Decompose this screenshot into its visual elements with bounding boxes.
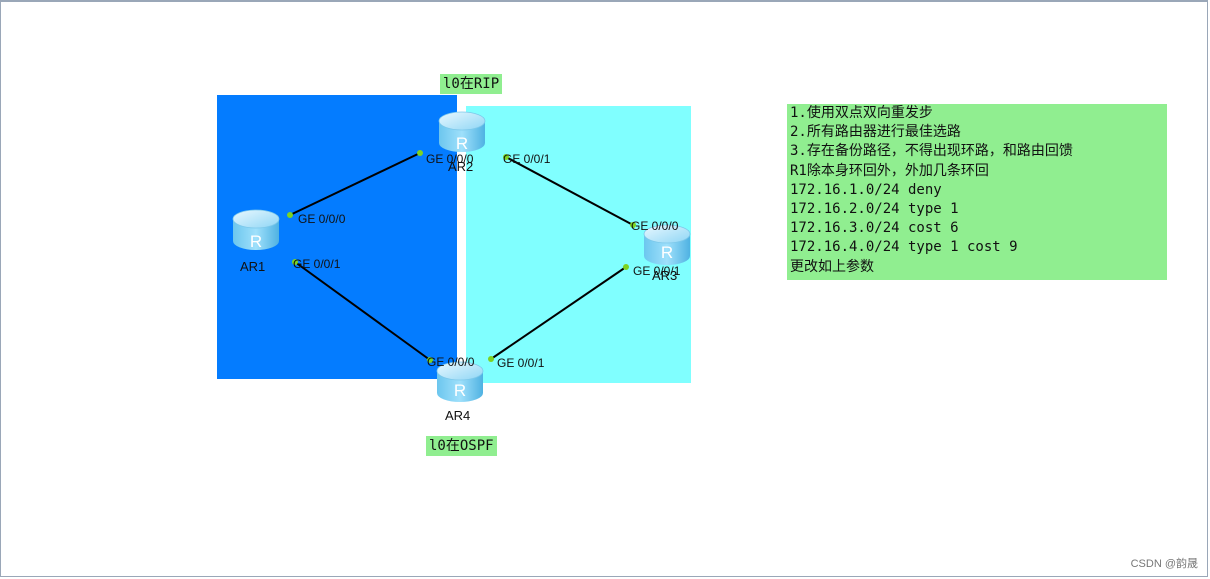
port-label-ar2-ge000: GE 0/0/0 <box>426 152 474 166</box>
port-label-ar3-ge000: GE 0/0/0 <box>631 219 679 233</box>
router-glyph: R <box>250 232 262 251</box>
port-dot <box>427 357 433 363</box>
router-label-ar2: AR2 <box>448 159 474 174</box>
router-icon-ar3[interactable]: R <box>643 224 691 265</box>
requirements-note: 1.使用双点双向重发步 2.所有路由器进行最佳选路 3.存在备份路径，不得出现环… <box>787 104 1167 280</box>
router-label-ar4: AR4 <box>445 408 471 423</box>
port-dot <box>488 356 494 362</box>
watermark: CSDN @韵晟 <box>1130 558 1198 570</box>
rip-label: l0在RIP <box>440 74 503 94</box>
router-label-ar3: AR3 <box>652 268 678 283</box>
router-glyph: R <box>456 134 468 153</box>
ospf-label: l0在OSPF <box>426 436 497 456</box>
router-glyph: R <box>661 243 673 262</box>
port-label-ar4-ge001: GE 0/0/1 <box>497 356 545 370</box>
note-line: 更改如上参数 <box>790 258 874 275</box>
router-icon-ar4[interactable]: R <box>436 361 484 402</box>
port-dot <box>417 150 423 156</box>
note-line: 172.16.4.0/24 type 1 cost 9 <box>790 239 1018 256</box>
port-dot <box>292 259 298 265</box>
port-dot <box>623 264 629 270</box>
note-line: 172.16.2.0/24 type 1 <box>790 201 959 218</box>
note-line: 172.16.3.0/24 cost 6 <box>790 220 959 237</box>
link-ar4-ar3[interactable] <box>490 266 627 360</box>
router-label-ar1: AR1 <box>240 259 266 274</box>
port-dot <box>630 222 636 228</box>
note-line: 1.使用双点双向重发步 <box>790 105 933 121</box>
note-line: R1除本身环回外，外加几条环回 <box>790 162 989 179</box>
router-icon-ar2[interactable]: R <box>438 111 486 153</box>
port-dot <box>287 212 293 218</box>
router-icon-ar1[interactable]: R <box>232 209 280 251</box>
note-line: 3.存在备份路径，不得出现环路，和路由回馈 <box>790 143 1073 160</box>
link-ar1-ar2[interactable] <box>289 152 421 216</box>
port-label-ar2-ge001: GE 0/0/1 <box>503 152 551 166</box>
link-ar1-ar4[interactable] <box>294 261 431 361</box>
port-label-ar4-ge000: GE 0/0/0 <box>427 355 475 369</box>
port-label-ar3-ge001: GE 0/0/1 <box>633 264 681 278</box>
note-line: 172.16.1.0/24 deny <box>790 181 942 198</box>
note-line: 2.所有路由器进行最佳选路 <box>790 124 961 141</box>
port-label-ar1-ge001: GE 0/0/1 <box>293 257 341 271</box>
router-glyph: R <box>454 381 466 400</box>
link-ar2-ar3[interactable] <box>505 156 634 226</box>
port-dot <box>503 154 509 160</box>
port-label-ar1-ge000: GE 0/0/0 <box>298 212 346 226</box>
